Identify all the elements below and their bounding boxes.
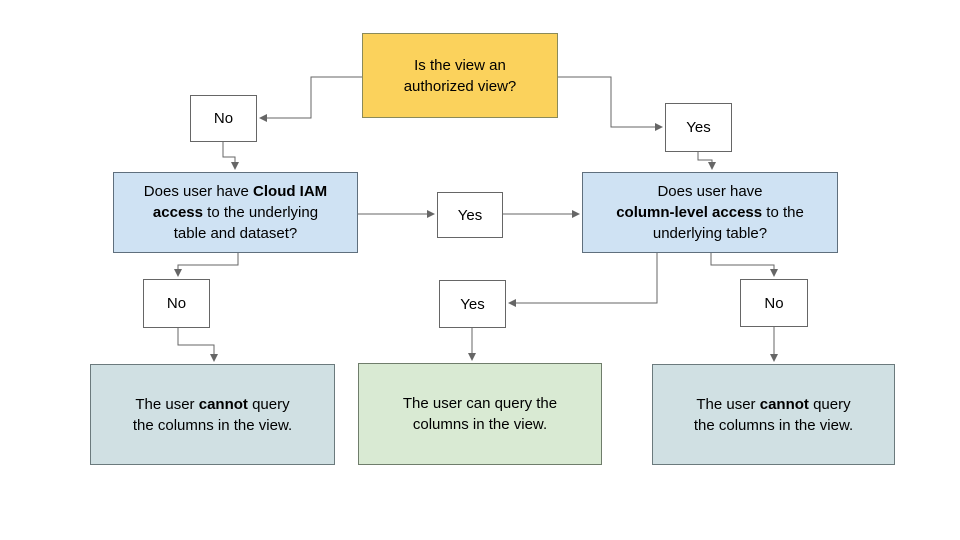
answer-yes-mid: Yes: [437, 192, 503, 238]
edge-no-to-cloud-iam: [222, 142, 239, 170]
result-cannot-left-text: The user cannot query the columns in the…: [132, 395, 293, 434]
decision-cloud-iam-access: Does user have Cloud IAM access to the u…: [113, 172, 358, 253]
answer-yes-top: Yes: [665, 103, 732, 152]
decision-column-level-access: Does user have column-level access to th…: [582, 172, 838, 253]
answer-yes-lower: Yes: [439, 280, 506, 328]
result-can-query-middle: The user can query the columns in the vi…: [358, 363, 602, 465]
decision-authorized-view: Is the view an authorized view?: [362, 33, 558, 118]
answer-no-top: No: [190, 95, 257, 142]
edge-column-level-no-out: [710, 253, 778, 277]
decision-column-level-text: Does user have column-level access to th…: [616, 183, 804, 242]
answer-no-left: No: [143, 279, 210, 328]
edge-no-to-cannot-left: [177, 328, 218, 362]
result-cannot-right-text: The user cannot query the columns in the…: [693, 395, 854, 434]
edge-cloud-iam-no-out: [174, 253, 239, 277]
decision-cloud-iam-text: Does user have Cloud IAM access to the u…: [143, 183, 328, 242]
answer-no-right: No: [740, 279, 808, 327]
result-cannot-query-right: The user cannot query the columns in the…: [652, 364, 895, 465]
edge-authorized-no: [259, 76, 362, 122]
edge-yes-top-to-column-level: [697, 152, 716, 170]
edge-authorized-yes: [558, 76, 663, 131]
edge-column-level-yes-out: [508, 253, 658, 307]
result-cannot-query-left: The user cannot query the columns in the…: [90, 364, 335, 465]
